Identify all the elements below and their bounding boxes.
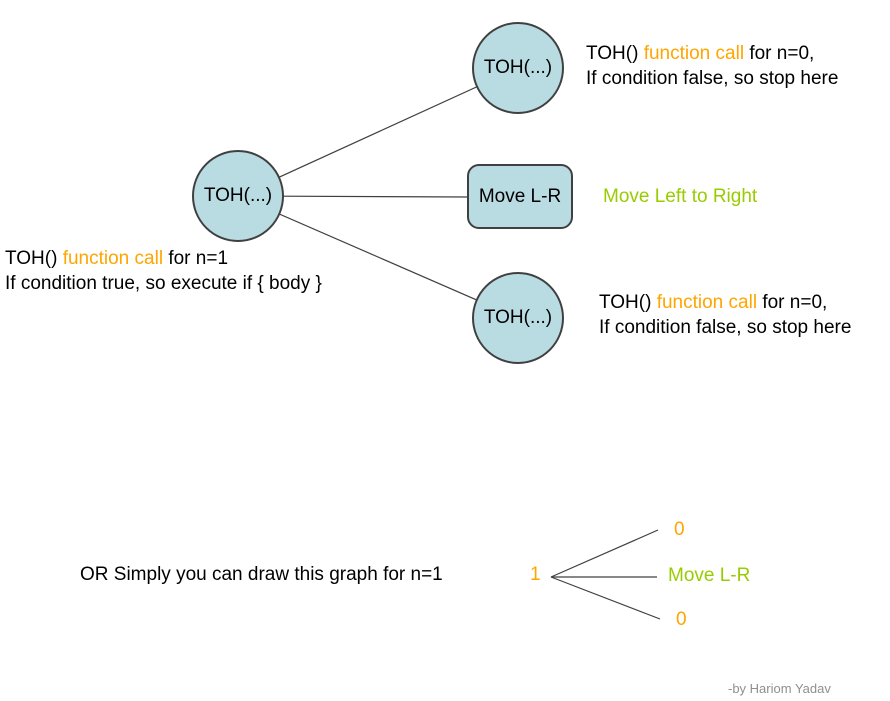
node-move-lr: Move L-R [467,164,573,229]
node-toh-bottom: TOH(...) [472,272,564,364]
annotation-top-call: TOH() function call for n=0, If conditio… [586,41,838,91]
annotation-root-highlight: function call [62,248,164,269]
annotation-bottom-highlight: function call [656,292,758,313]
annotation-top-post: for n=0, [744,43,815,64]
edge-simple-root-to-bottom [550,576,661,620]
simple-bottom-leaf-label: 0 [676,609,687,630]
annotation-top-pre: TOH() [586,43,644,64]
simple-middle-leaf-label: Move L-R [668,565,751,586]
credit-text: -by Hariom Yadav [728,681,831,696]
simple-top-leaf-label: 0 [674,519,685,540]
annotation-bottom-call: TOH() function call for n=0, If conditio… [599,290,851,340]
simple-root-label: 1 [530,564,541,585]
node-toh-root: TOH(...) [192,150,284,242]
annotation-root-call-line2: If condition true, so execute if { body … [5,273,322,294]
node-toh-root-label: TOH(...) [203,185,273,206]
annotation-root-call-line1: TOH() function call for n=1 [5,246,322,271]
node-toh-top-label: TOH(...) [483,57,553,78]
annotation-root-call: TOH() function call for n=1 If condition… [5,246,322,296]
annotation-root-pre: TOH() [5,248,63,269]
annotation-move: Move Left to Right [603,186,758,207]
node-move-lr-label: Move L-R [478,185,562,207]
simple-graph-intro: OR Simply you can draw this graph for n=… [80,564,443,585]
annotation-top-highlight: function call [643,43,745,64]
edge-root-to-top-call [237,67,519,197]
annotation-bottom-post: for n=0, [757,292,828,313]
annotation-top-call-line1: TOH() function call for n=0, [586,41,838,66]
annotation-root-post: for n=1 [163,248,229,269]
edge-simple-root-to-top [550,529,659,578]
annotation-bottom-call-line2: If condition false, so stop here [599,317,852,338]
annotation-top-call-line2: If condition false, so stop here [586,68,839,89]
node-toh-top: TOH(...) [472,22,564,114]
edge-root-to-bottom-call [237,195,519,319]
annotation-bottom-pre: TOH() [599,292,657,313]
annotation-bottom-call-line1: TOH() function call for n=0, [599,290,851,315]
node-toh-bottom-label: TOH(...) [483,307,553,328]
